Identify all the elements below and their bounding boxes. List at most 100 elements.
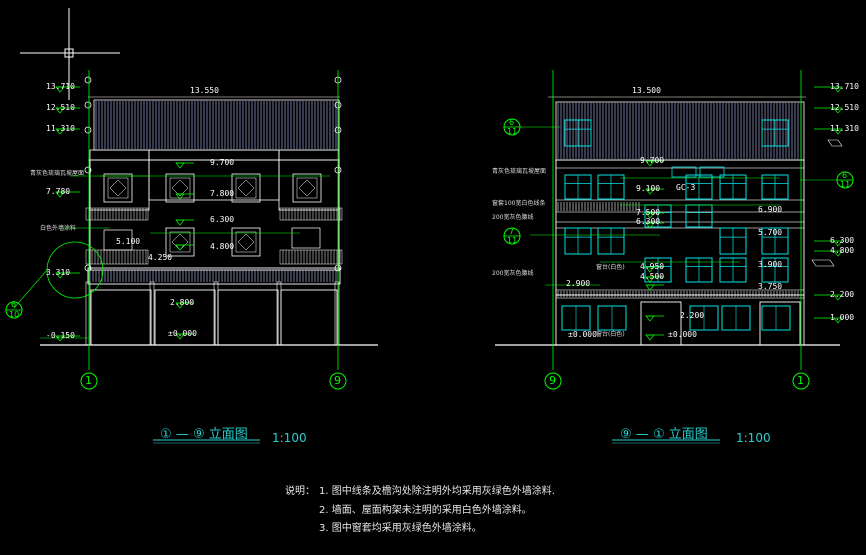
left-level-3310: 3.310 [46,268,71,277]
left-title-dash: — [175,427,189,442]
left-level-12510: 12.510 [46,103,75,112]
description-label: 说明： [285,486,315,497]
column [276,281,282,346]
right-level-1000: 1.000 [830,313,855,322]
right-note-roof: 青灰色琉璃瓦坡屋面 [492,168,547,175]
right-elevation [495,70,854,444]
column [85,281,91,346]
left-elevation [5,70,378,444]
window-inner [296,177,318,199]
right-title: ⑨ — ① 立面图 [620,423,708,442]
left-detail-top: 6 [11,300,17,309]
window-frame [165,173,195,203]
level-triangle [833,294,843,301]
left-width-dim: 13.550 [190,86,219,95]
level-triangle [833,250,843,257]
right-title-axis-end: ① [652,427,665,442]
left-scale: 1:100 [272,431,307,445]
left-axis-label-9: 9 [334,374,341,387]
level-triangle [833,317,843,324]
window-frame [231,173,261,203]
window-diamond [109,179,127,197]
left-level-7780: 7.780 [46,187,71,196]
right-level-2200: 2.200 [830,290,855,299]
window-inner [169,231,191,253]
balcony-rail [85,207,149,221]
crosshair-cursor [20,8,120,100]
right-bubble-lm-top: 7 [509,227,515,236]
axis-bubble-1-right [792,372,810,390]
axis-bubble-9 [329,372,347,390]
left-note-roof: 青灰色琉璃瓦坡屋面 [30,170,85,177]
balcony-rail [279,249,343,265]
window-frame [103,229,133,251]
finial [84,101,92,109]
level-triangle [833,86,843,93]
window-frame [103,173,133,203]
right-note-band2: 200宽灰色腰线 [492,270,534,277]
left-note-wall: 白色外墙涂料 [40,225,77,232]
right-bubble-lt-top: 6 [509,118,515,127]
right-inner-9100: 9.100 [636,184,661,193]
window-frame [292,173,322,203]
right-inner-3900: 3.900 [758,260,783,269]
window-diamond [171,179,189,197]
left-inner-6300: 6.300 [210,215,235,224]
finial [84,126,92,134]
right-inner-0000-b: ±0.000 [668,330,697,339]
right-bubble-r-bottom: 11 [840,180,851,189]
left-inner-4250: 4.250 [148,253,173,262]
right-level-6300: 6.300 [830,236,855,245]
right-note-window: 窗套100宽白色线条 [492,200,546,207]
left-level-11310: 11.310 [46,124,75,133]
left-title-axis-end: ⑨ [192,427,205,442]
right-window-tag: GC-3 [676,183,696,192]
right-inner-6300: 6.300 [636,217,661,226]
window-frame [231,227,261,257]
band [555,289,805,299]
band [555,199,805,213]
axis-bubble-9-right [544,372,562,390]
left-inner-4800: 4.800 [210,242,235,251]
axis-bubble-1 [80,372,98,390]
right-tag-sill-1: 窗台(白色) [596,264,625,271]
right-level-4800: 4.800 [830,246,855,255]
finial [84,76,92,84]
window-inner [235,231,257,253]
right-title-axis-start: ⑨ [620,427,632,442]
right-bubble-lm-bottom: 11 [507,236,518,245]
window-frame [165,227,195,257]
right-bubble-lt-bottom: 11 [507,127,518,136]
band [555,159,805,169]
left-inner-7800: 7.800 [210,189,235,198]
left-title-axis-start: ① [160,427,172,442]
level-triangle [645,315,655,322]
right-bubble-r-top: 6 [842,171,848,180]
description-line-3: 3. 图中窗套均采用灰绿色外墙涂料。 [319,523,482,534]
right-inner-4500: 4.500 [640,272,665,281]
right-inner-2200: 2.200 [680,311,705,320]
window-frame [291,227,321,249]
right-width-dim: 13.500 [632,86,661,95]
right-inner-3750: 3.750 [758,282,783,291]
balcony-rail [279,207,343,221]
right-inner-5700: 5.700 [758,228,783,237]
column [149,281,155,346]
description-line-2: 2. 墙面、屋面构架未注明的采用白色外墙涂料。 [319,505,532,516]
left-inner-5100: 5.100 [116,237,141,246]
left-inner-9700: 9.700 [210,158,235,167]
level-triangle [645,334,655,341]
right-axis-label-1: 1 [797,374,804,387]
finial [84,264,92,272]
window-small [699,166,725,178]
window-small [671,166,697,178]
balcony-rail [85,249,149,265]
left-inner-0000: ±0.000 [168,329,197,338]
level-triangle [833,107,843,114]
window-inner [235,177,257,199]
description-line-1: 1. 图中线条及檐沟处除注明外均采用灰绿色外墙涂料. [319,486,555,497]
left-title-word: 立面图 [208,427,248,442]
level-triangle [175,162,185,169]
right-tag-sill-2: 窗台(白色) [596,331,625,338]
